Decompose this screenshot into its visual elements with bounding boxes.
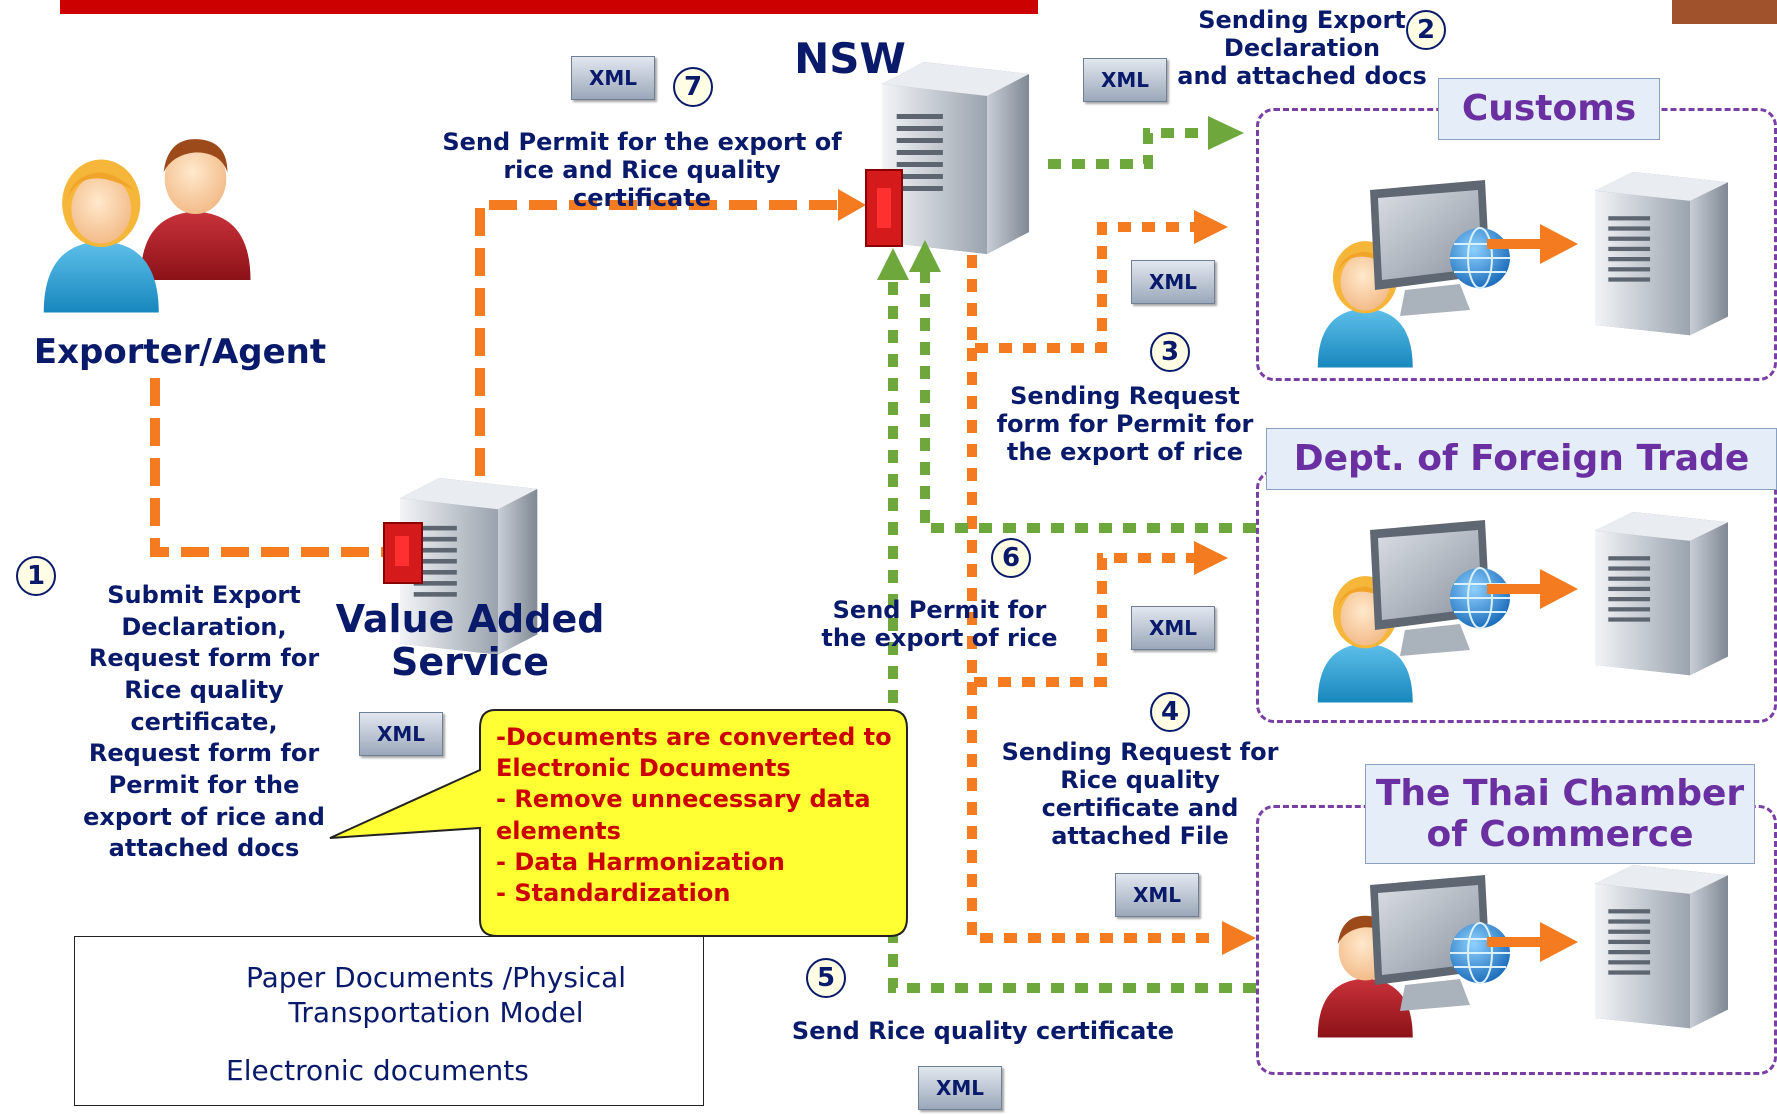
callout-line: - Remove unnecessary data [496,785,871,814]
step-1-label: Submit Export Declaration, Request form … [70,580,338,865]
step-1-line: Rice quality [124,676,284,705]
flow-permit-request [967,222,1200,353]
corner-photo [1672,0,1777,24]
step-3-line: form for Permit for [996,410,1254,439]
flow-export-declaration [1048,128,1218,169]
step-6-badge: 6 [991,538,1031,578]
step-6-line: the export of rice [821,624,1058,653]
step-7-label: Send Permit for the export of rice and R… [432,128,852,212]
callout-line: Electronic Documents [496,754,791,783]
nsw-server-icon [882,62,1029,254]
vas-label-line1: Value Added [335,597,605,641]
step-2-label: Sending Export Declaration and attached … [1172,6,1432,90]
flow-quality-cert-return [888,278,1256,993]
step-2-badge: 2 [1406,10,1446,50]
step-1-line: Permit for the [108,771,300,800]
flow-arrowhead [838,189,866,221]
step-7-line: rice and Rice quality certificate [503,156,781,213]
exporter-label: Exporter/Agent [33,332,327,372]
xml-badge-step-7: XML [571,56,655,100]
step-1-line: Request form for [88,739,320,768]
nsw-label: NSW [794,34,906,83]
tcc-title: The Thai Chamber of Commerce [1365,764,1755,864]
legend-paper-line2: Transportation Model [288,996,584,1029]
customs-box [1256,108,1777,381]
legend-box [74,936,704,1106]
step-5-badge: 5 [806,958,846,998]
step-4-line: Sending Request for [1001,738,1279,766]
step-1-line: Declaration, [121,612,287,641]
callout-text: -Documents are converted to Electronic D… [496,722,896,909]
step-1-line: export of rice and [83,802,325,831]
step-7-badge: 7 [673,67,713,107]
callout-line: - Data Harmonization [496,847,785,876]
flow-arrowhead [909,240,941,272]
xml-badge-step-4a: XML [1131,606,1215,650]
step-4-line: Rice quality [1060,766,1220,795]
top-banner [60,0,1038,14]
vas-label-line2: Service [391,639,549,684]
step-6-line: Send Permit for [832,596,1047,624]
flow-permit-to-vas [475,200,840,476]
legend-paper-line1: Paper Documents /Physical [245,961,627,994]
exporter-people-icon [43,139,251,313]
xml-badge-step-2: XML [1083,58,1167,102]
step-5-label: Send Rice quality certificate [791,1017,1175,1045]
flow-submit-to-vas [150,378,385,557]
step-7-line: Send Permit for the export of [442,128,842,156]
step-3-label: Sending Request form for Permit for the … [990,382,1260,466]
callout-line: elements [496,816,621,845]
step-3-badge: 3 [1150,332,1190,372]
step-3-line: the export of rice [1006,438,1244,467]
step-4-line: attached File [1051,822,1229,851]
flow-arrowhead [1194,210,1228,244]
xml-badge-step-1: XML [359,712,443,756]
callout-line: - Standardization [496,878,731,907]
step-1-line: certificate, [130,707,278,736]
tcc-title-line2: of Commerce [1426,814,1694,855]
step-1-line: attached docs [108,834,300,863]
legend-electronic-label: Electronic documents [226,1054,529,1087]
xml-badge-step-5: XML [918,1066,1002,1110]
step-1-line: Submit Export [107,581,301,609]
flow-arrowhead [1194,541,1228,575]
step-2-line: and attached docs [1177,62,1427,91]
xml-badge-step-3: XML [1131,260,1215,304]
step-2-line: Sending Export [1198,6,1406,34]
dft-box [1256,470,1777,723]
flow-arrowhead [877,248,909,280]
step-4-badge: 4 [1150,692,1190,732]
step-2-line: Declaration [1223,34,1381,63]
flow-quality-request [967,348,1200,687]
customs-title: Customs [1438,78,1660,140]
step-3-line: Sending Request [1010,382,1240,410]
step-1-badge: 1 [16,556,56,596]
dft-title: Dept. of Foreign Trade [1266,428,1777,490]
flow-arrowhead [1208,116,1244,150]
callout-bubble [329,709,908,937]
vas-label: Value Added Service [330,598,610,684]
flow-arrowhead [1222,921,1256,955]
step-4-line: certificate and [1041,794,1239,823]
step-6-label: Send Permit for the export of rice [812,596,1067,652]
internal-flow-arrows [1487,224,1578,962]
step-1-line: Request form for [88,644,320,673]
step-4-label: Sending Request for Rice quality certifi… [990,738,1290,850]
callout-line: -Documents are converted to [496,723,892,751]
tcc-title-line1: The Thai Chamber [1375,772,1745,814]
legend-paper-label: Paper Documents /Physical Transportation… [226,960,646,1030]
xml-badge-step-4b: XML [1115,873,1199,917]
